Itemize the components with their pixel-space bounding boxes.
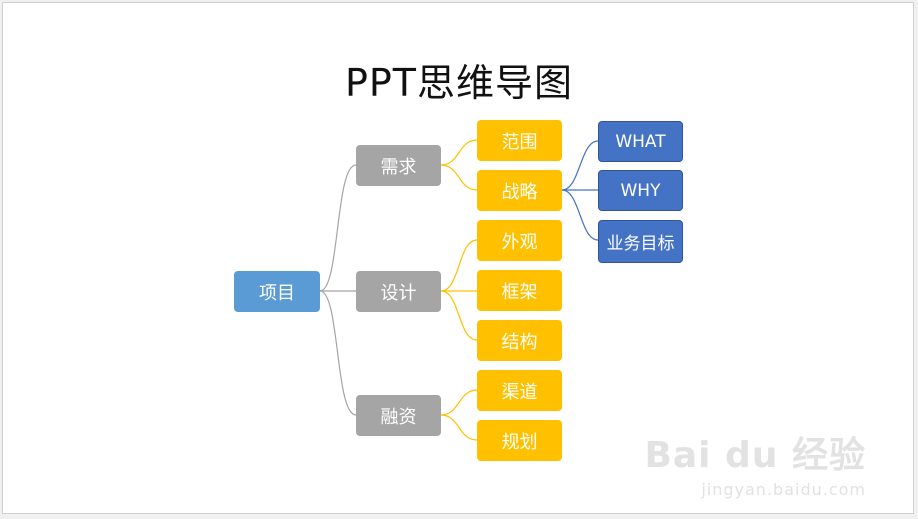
link-root-rongzi: [319, 290, 357, 416]
link-zhanlue-mubiao: [561, 189, 599, 241]
link-rongzi-guihua: [440, 414, 478, 441]
node-level2-guihua[interactable]: 规划: [477, 420, 562, 461]
baidu-watermark: Bai du 经验 jingyan.baidu.com: [644, 426, 866, 499]
link-sheji-jiegou: [440, 290, 478, 341]
link-xuqiu-zhanlue: [440, 164, 478, 191]
link-xuqiu-fanwei: [440, 139, 478, 166]
link-zhanlue-what: [561, 140, 599, 191]
node-level1-rongzi[interactable]: 融资: [356, 395, 441, 436]
node-level2-jiegou[interactable]: 结构: [477, 320, 562, 361]
node-level2-zhanlue[interactable]: 战略: [477, 170, 562, 211]
link-rongzi-qudao: [440, 389, 478, 416]
node-level1-xuqiu[interactable]: 需求: [356, 145, 441, 186]
node-level2-kuangjia[interactable]: 框架: [477, 270, 562, 311]
watermark-url: jingyan.baidu.com: [701, 480, 866, 499]
link-sheji-waiguan: [440, 239, 478, 292]
node-level1-sheji[interactable]: 设计: [356, 271, 441, 312]
slide-title: PPT思维导图: [344, 61, 574, 105]
node-level3-what[interactable]: WHAT: [598, 121, 683, 162]
watermark-logo: Bai du 经验: [644, 435, 866, 476]
node-root[interactable]: 项目: [234, 271, 320, 312]
node-level3-yewumubiao[interactable]: 业务目标: [598, 220, 683, 263]
node-level3-why[interactable]: WHY: [598, 170, 683, 211]
link-root-xuqiu: [319, 164, 357, 292]
node-level2-fanwei[interactable]: 范围: [477, 120, 562, 161]
node-level2-qudao[interactable]: 渠道: [477, 370, 562, 411]
node-level2-waiguan[interactable]: 外观: [477, 220, 562, 261]
